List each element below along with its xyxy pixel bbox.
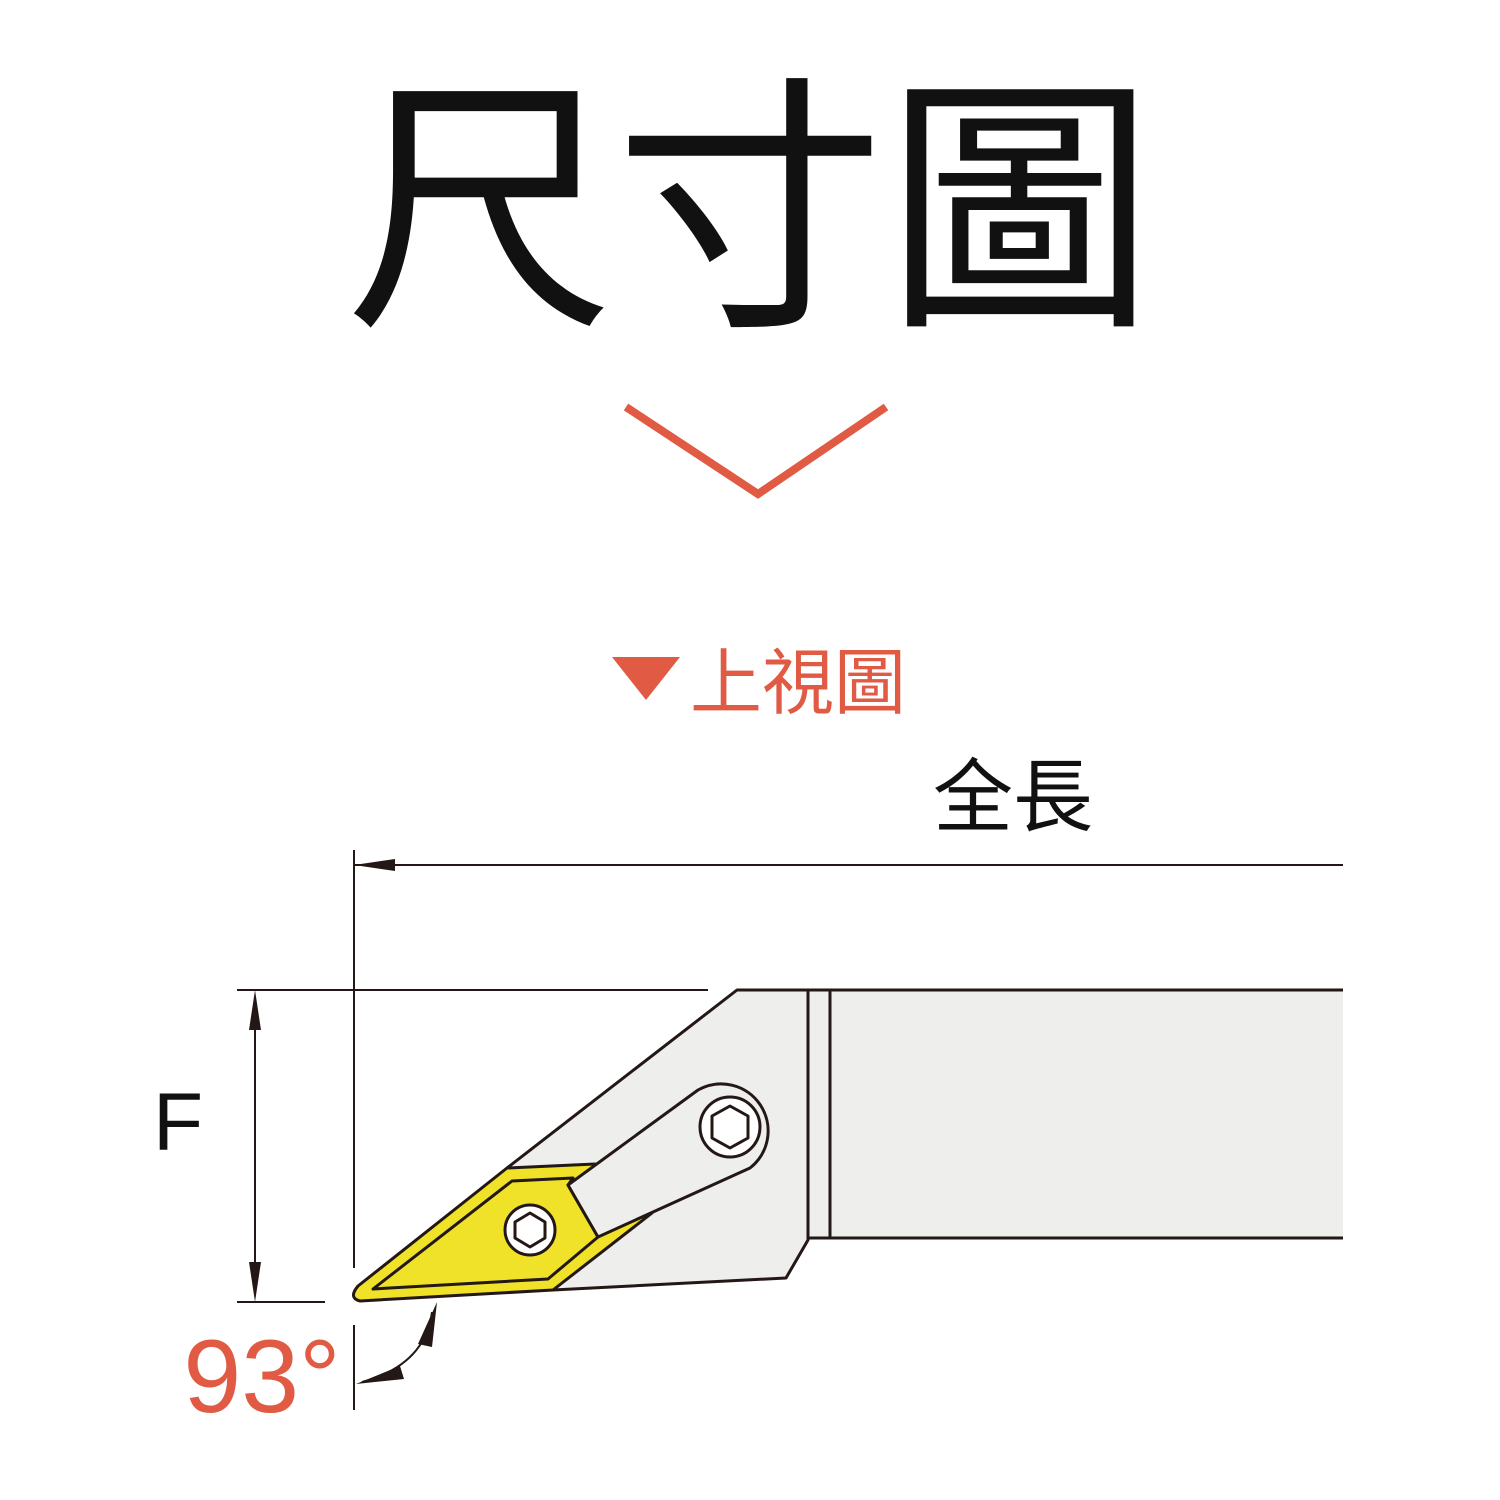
approach-angle-label: 93° xyxy=(183,1319,340,1435)
dimension-lines xyxy=(237,850,1343,1410)
height-f-label: F xyxy=(153,1077,203,1168)
chevron-down-icon xyxy=(623,403,889,499)
insert-clamp xyxy=(566,1082,770,1239)
hex-screw-icon xyxy=(513,1211,547,1249)
dimension-arrows xyxy=(249,859,437,1384)
section-title: 上視圖 xyxy=(690,641,906,725)
hex-screw-icon xyxy=(710,1104,750,1150)
page-title: 尺寸圖 xyxy=(345,54,1155,369)
triangle-down-icon xyxy=(612,657,680,700)
overall-length-label: 全長 xyxy=(933,751,1093,844)
